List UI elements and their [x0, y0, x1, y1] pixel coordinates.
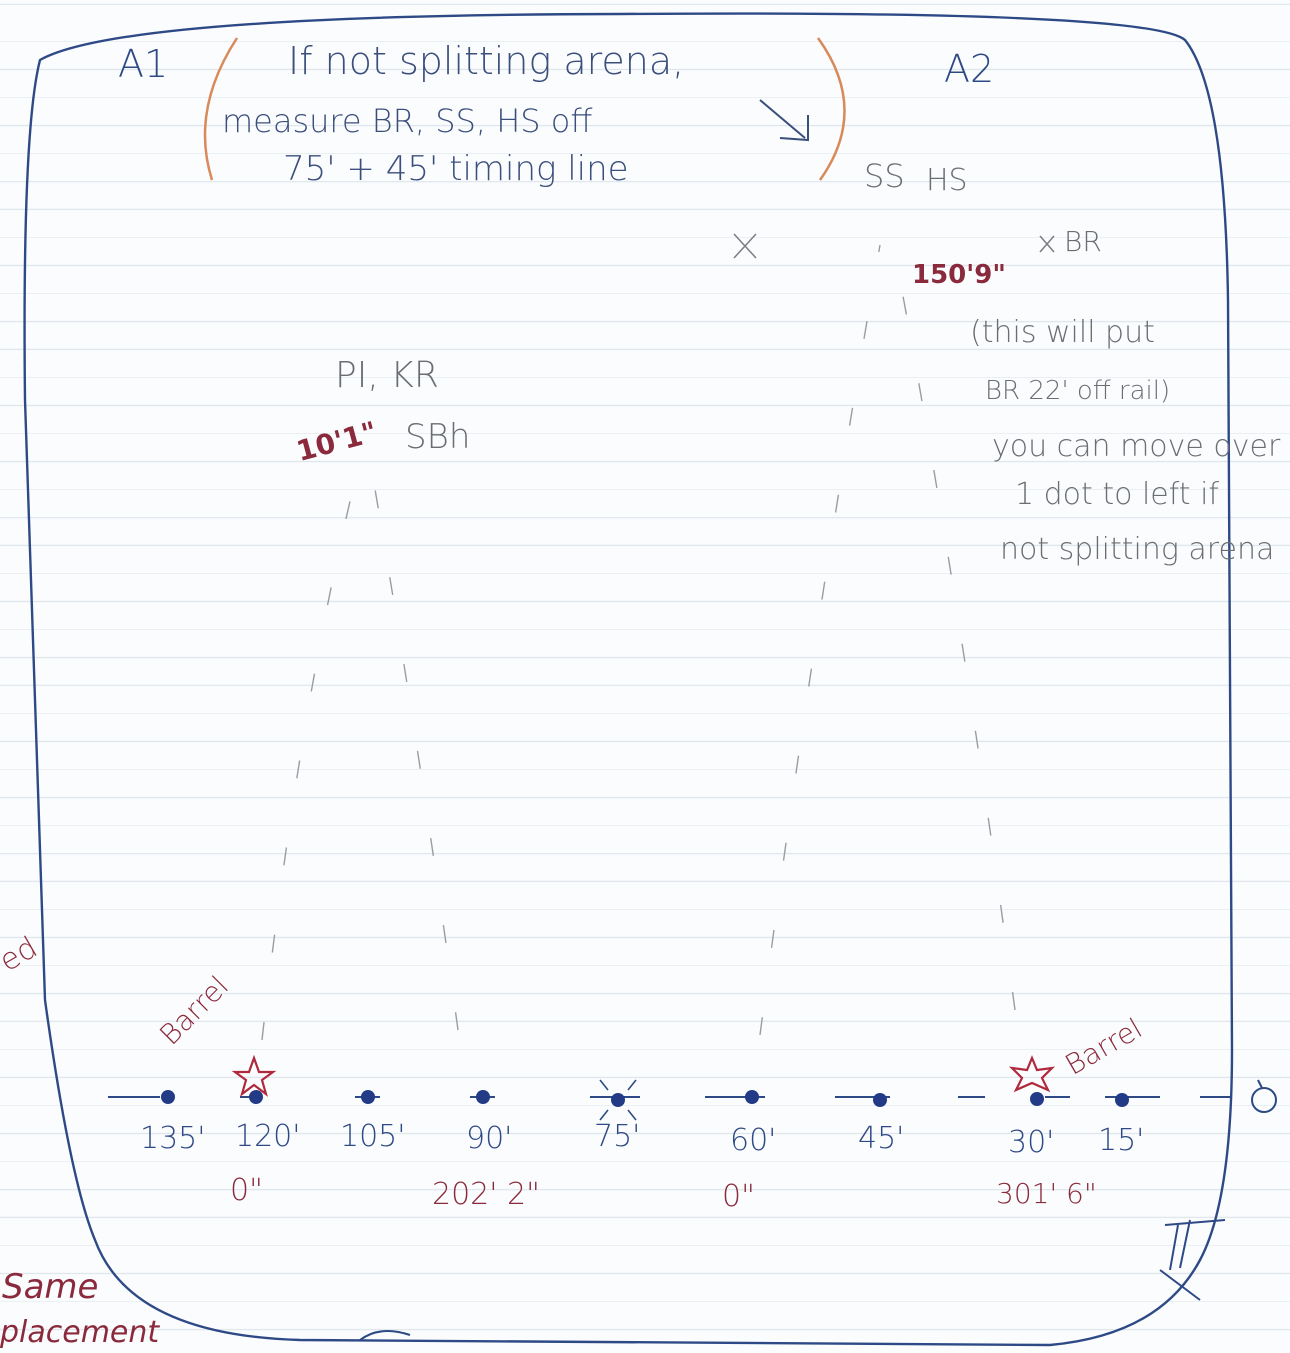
margin-note-bottom-1: Same: [2, 1267, 99, 1307]
center-marker-pi-kr: PI, KR: [335, 355, 439, 396]
distance-150-9: 150'9": [912, 260, 1006, 290]
corner-label-a1: A1: [118, 42, 169, 86]
distance-label-90: 90': [466, 1121, 513, 1156]
end-open-circle: [1251, 1087, 1277, 1113]
marker-ss: SS: [864, 157, 905, 195]
distance-label-105: 105': [340, 1119, 406, 1154]
distance-label-120: 120': [235, 1119, 301, 1154]
right-note-line-2: BR 22' off rail): [985, 376, 1171, 406]
pencil-guides: [261, 244, 1016, 1041]
dot-90: [476, 1090, 490, 1104]
bottom-mark: [359, 1330, 411, 1341]
measurement-3: 0": [722, 1179, 755, 1214]
distance-label-75: 75': [594, 1119, 641, 1154]
arena-outline: [23, 12, 1234, 1347]
corner-label-a2: A2: [944, 47, 995, 91]
distance-label-15: 15': [1098, 1123, 1145, 1158]
pencil-x-marks: [733, 233, 1055, 259]
right-note-line-5: not splitting arena: [1000, 532, 1275, 567]
dot-105: [361, 1090, 375, 1104]
distance-label-135: 135': [140, 1121, 206, 1156]
timing-dots: [161, 1090, 1129, 1107]
distance-label-30: 30': [1008, 1125, 1055, 1160]
dot-120: [249, 1090, 263, 1104]
right-note-line-3: you can move over: [992, 429, 1281, 464]
right-note-line-1: (this will put: [970, 315, 1155, 350]
dot-135: [161, 1090, 175, 1104]
dot-30: [1030, 1092, 1044, 1106]
note-right-paren: [816, 37, 846, 181]
dot-60: [745, 1090, 759, 1104]
note-line-3: 75' + 45' timing line: [283, 149, 629, 189]
dot-75-rays: [599, 1079, 637, 1121]
dot-75: [611, 1093, 625, 1107]
dot-15: [1115, 1093, 1129, 1107]
center-marker-sbh: SBh: [405, 417, 471, 457]
dot-45: [873, 1093, 887, 1107]
measurement-2: 202' 2": [432, 1177, 540, 1212]
marker-hs: HS: [926, 163, 968, 198]
measurement-1: 0": [230, 1173, 263, 1208]
corner-scribble: [1159, 1219, 1226, 1301]
note-line-2: measure BR, SS, HS off: [222, 102, 593, 140]
note-left-paren: [203, 37, 239, 181]
distance-label-60: 60': [730, 1123, 777, 1158]
barrel-left-star: [231, 1054, 277, 1097]
measurement-4: 301' 6": [996, 1177, 1097, 1210]
note-arrow: [759, 99, 809, 142]
distance-label-45: 45': [858, 1121, 905, 1156]
margin-note-bottom-2: placement: [0, 1315, 160, 1350]
note-line-1: If not splitting arena,: [288, 39, 685, 83]
right-note-line-4: 1 dot to left if: [1015, 477, 1219, 512]
marker-br: BR: [1064, 225, 1102, 258]
barrel-right-star: [1008, 1055, 1056, 1093]
